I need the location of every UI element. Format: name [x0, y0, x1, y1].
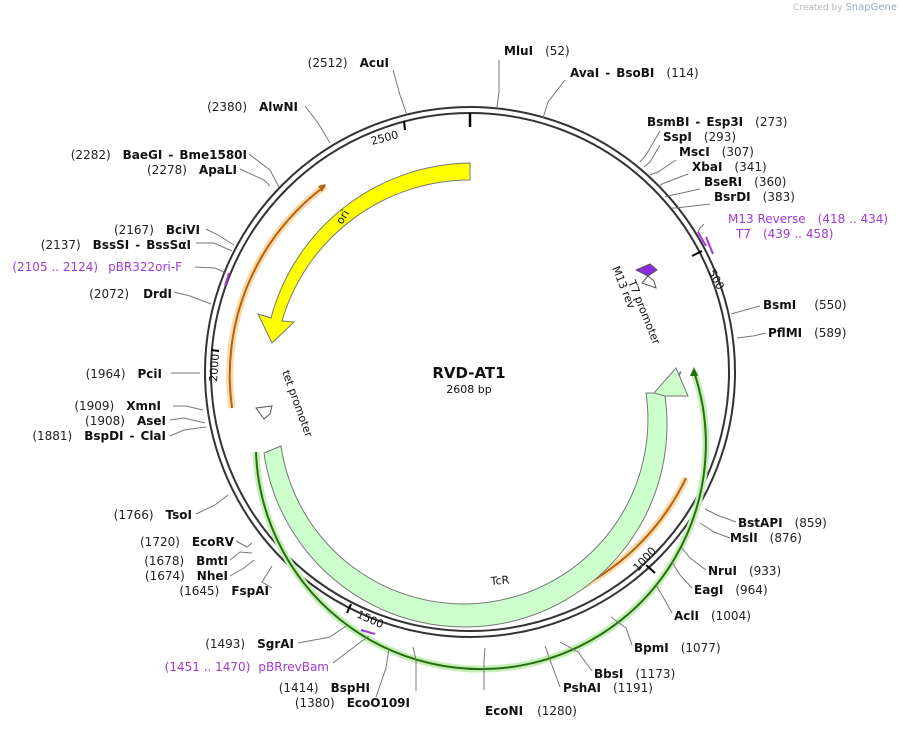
leader-lines	[169, 60, 767, 698]
site-bsrdi: BsrDI(383)	[714, 190, 795, 204]
site-ecoo109i: (1380)EcoO109I	[295, 696, 410, 710]
site-alwni: (2380)AlwNI	[207, 100, 298, 114]
site-tsoi: (1766)TsoI	[114, 508, 192, 522]
plasmid-length: 2608 bp	[446, 383, 491, 396]
site-bcivi: (2167)BciVI	[114, 223, 200, 237]
site-bspdi: (1881)BspDI-ClaI	[32, 429, 166, 443]
site-acui: (2512)AcuI	[308, 56, 389, 70]
site-sgrai: (1493)SgrAI	[205, 637, 294, 651]
feature-tcr[interactable]: TcR	[263, 367, 689, 628]
primer-pbr322ori-f: (2105 .. 2124)pBR322ori-F	[12, 260, 182, 274]
site-asei: (1908)AseI	[85, 414, 166, 428]
site-acli: AclI(1004)	[674, 609, 751, 623]
site-fspai: (1645)FspAI	[179, 584, 269, 598]
ori-label: ori	[334, 208, 353, 227]
feature-ori[interactable]: ori	[257, 162, 471, 344]
site-msci: MscI(307)	[679, 145, 754, 159]
primer-pbrrevbam: (1451 .. 1470)pBRrevBam	[165, 660, 329, 674]
site-bpmi: BpmI(1077)	[634, 641, 721, 655]
primer-t7: T7(439 .. 458)	[735, 227, 833, 241]
plasmid-name: RVD-AT1	[432, 364, 505, 382]
site-drdi: (2072)DrdI	[89, 287, 172, 301]
site-econi: EcoNI(1280)	[485, 704, 577, 718]
feature-tet-promoter[interactable]: tet promoter	[255, 369, 315, 440]
site-bbsi: BbsI(1173)	[594, 667, 675, 681]
tick-label-500: 500	[705, 267, 726, 292]
site-eagi: EagI(964)	[694, 583, 768, 597]
feature-t7-promoter[interactable]: M13 rev T7 promoter	[609, 263, 663, 347]
site-baegi: (2282)BaeGI-Bme1580I	[71, 148, 247, 162]
site-sspi: SspI(293)	[663, 130, 736, 144]
site-bsmbi: BsmBI-Esp3I(273)	[647, 115, 787, 129]
primer-marks	[224, 231, 714, 635]
site-labels[interactable]: MluI(52) AvaI-BsoBI(114) BsmBI-Esp3I(273…	[485, 44, 847, 718]
backbone	[204, 106, 736, 638]
primer-labels[interactable]: M13 Reverse(418 .. 434) T7(439 .. 458) (…	[12, 212, 888, 674]
site-avai: AvaI-BsoBI(114)	[570, 66, 699, 80]
site-labels-left[interactable]: (1380)EcoO109I (1414)BspHI (1493)SgrAI (…	[32, 56, 410, 710]
orf-orange-left	[226, 183, 328, 409]
site-nrui: NruI(933)	[708, 564, 781, 578]
tet-promoter-arrow	[255, 405, 273, 420]
snapgene-logo: SnapGene	[845, 2, 897, 13]
site-bseri: BseRI(360)	[704, 175, 786, 189]
site-bsssi: (2137)BssSI-BssSαI	[41, 238, 191, 252]
snapgene-watermark: Created by SnapGene	[793, 2, 897, 13]
site-xmni: (1909)XmnI	[74, 399, 161, 413]
site-mlui: MluI(52)	[504, 44, 570, 58]
tet-promoter-label: tet promoter	[279, 369, 315, 440]
tcr-label: TcR	[489, 573, 510, 588]
site-pcii: (1964)PciI	[86, 367, 162, 381]
site-bmti: (1678)BmtI	[144, 554, 228, 568]
primer-m13-reverse: M13 Reverse(418 .. 434)	[728, 212, 888, 226]
t7-promoter-label: T7 promoter	[625, 277, 663, 347]
site-nhei: (1674)NheI	[145, 569, 228, 583]
site-ecorv: (1720)EcoRV	[140, 535, 235, 549]
m13-rev-arrow	[634, 263, 658, 277]
tick-label-1500: 1500	[355, 608, 386, 631]
site-bstapi: BstAPI(859)	[738, 516, 827, 530]
site-pflmi: PflMI(589)	[768, 326, 846, 340]
tick-label-2000: 2000	[207, 353, 222, 382]
site-apali: (2278)ApaLI	[147, 163, 237, 177]
site-bsmi: BsmI(550)	[763, 298, 847, 312]
site-bsphi: (1414)BspHI	[279, 681, 370, 695]
orf-green	[252, 367, 710, 673]
site-pshai: PshAI(1191)	[563, 681, 653, 695]
site-xbai: XbaI(341)	[692, 160, 767, 174]
site-msli: MslI(876)	[730, 531, 802, 545]
